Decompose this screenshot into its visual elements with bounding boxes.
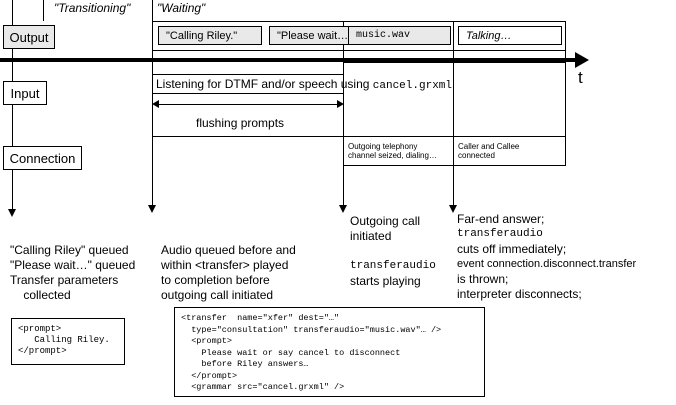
note-farend-line-5: interpreter disconnects;: [457, 287, 582, 301]
input-listening-text: Listening for DTMF and/or speech using c…: [156, 77, 452, 92]
flushing-measure-arrow-left: [152, 100, 159, 108]
output-chip-calling-riley: "Calling Riley.": [158, 26, 262, 45]
note-transitioning-line-3: collected: [10, 288, 71, 302]
note-outgoing: Outgoing call initiated transferaudio st…: [350, 214, 436, 289]
note-outgoing-gap: [350, 244, 436, 259]
grid-input-col3: [453, 62, 566, 137]
lifeline-outgoing: [343, 136, 344, 208]
note-farend-line-2: cuts off immediately;: [457, 242, 567, 256]
connection-note-connected-line2: connected: [458, 151, 495, 160]
lifeline-outgoing-arrowhead: [339, 205, 347, 213]
output-chip-talking: Talking…: [458, 26, 562, 45]
note-waiting-line-0: Audio queued before and: [161, 243, 296, 257]
phase-label-waiting: "Waiting": [157, 1, 206, 15]
note-waiting-line-2: to completion before: [161, 273, 270, 287]
flushing-measure-line: [155, 104, 341, 105]
note-outgoing-line-4: starts playing: [350, 274, 421, 288]
note-farend-line-0: Far-end answer;: [457, 212, 545, 226]
phase-divider-waiting-arrowhead: [148, 205, 156, 213]
note-transitioning-line-1: "Please wait…" queued: [10, 258, 136, 272]
row-label-connection: Connection: [3, 146, 82, 170]
input-listening-grammar: cancel.grxml: [372, 80, 452, 92]
flushing-measure-arrow-right: [337, 100, 344, 108]
connection-note-outgoing-line1: Outgoing telephony: [348, 142, 418, 151]
grid-connection-col3: [453, 136, 566, 166]
note-farend: Far-end answer; transferaudio cuts off i…: [457, 212, 636, 302]
note-transitioning-line-0: "Calling Riley" queued: [10, 243, 129, 257]
grid-connection-col2: [343, 136, 454, 166]
note-waiting-line-3: outgoing call initiated: [161, 288, 274, 302]
time-axis-arrowhead: [575, 52, 589, 68]
phase-label-transitioning: "Transitioning": [54, 1, 131, 15]
note-transitioning-line-2: Transfer parameters: [10, 273, 119, 287]
grid-input-flush: [152, 93, 344, 137]
left-lifeline: [12, 0, 13, 212]
time-axis-label: t: [578, 68, 583, 87]
row-label-output: Output: [3, 25, 55, 49]
note-waiting-line-1: within <transfer> played: [161, 258, 289, 272]
code-block-prompt: <prompt> Calling Riley. </prompt>: [11, 318, 125, 365]
lifeline-farend-arrowhead: [449, 205, 457, 213]
code-block-transfer: <transfer name="xfer" dest="…" type="con…: [174, 307, 485, 397]
note-farend-line-1: transferaudio: [457, 228, 543, 240]
input-listening-prefix: Listening for DTMF and/or speech using: [156, 77, 373, 91]
note-outgoing-line-3: transferaudio: [350, 260, 436, 272]
connection-note-connected-line1: Caller and Callee: [458, 142, 520, 151]
right-boundary-line: [565, 21, 566, 111]
left-lifeline-arrowhead: [8, 209, 16, 217]
note-farend-line-4: is thrown;: [457, 272, 509, 286]
grid-input-col2: [343, 62, 454, 137]
note-waiting: Audio queued before and within <transfer…: [161, 243, 296, 303]
row-label-input: Input: [3, 81, 47, 105]
output-chip-music-wav: music.wav: [348, 26, 451, 45]
note-transitioning: "Calling Riley" queued "Please wait…" qu…: [10, 243, 135, 303]
flushing-measure-label: flushing prompts: [196, 116, 285, 130]
note-outgoing-line-1: initiated: [350, 229, 392, 243]
connection-note-outgoing-line2: channel seized, dialing…: [348, 151, 437, 160]
lifeline-farend: [453, 165, 454, 208]
note-farend-line-3: event connection.disconnect.transfer: [457, 258, 637, 270]
time-axis-line: [0, 58, 580, 62]
note-outgoing-line-0: Outgoing call: [350, 214, 421, 228]
output-chip-please-wait: "Please wait…": [269, 26, 368, 45]
phase-divider-start: [43, 0, 44, 21]
